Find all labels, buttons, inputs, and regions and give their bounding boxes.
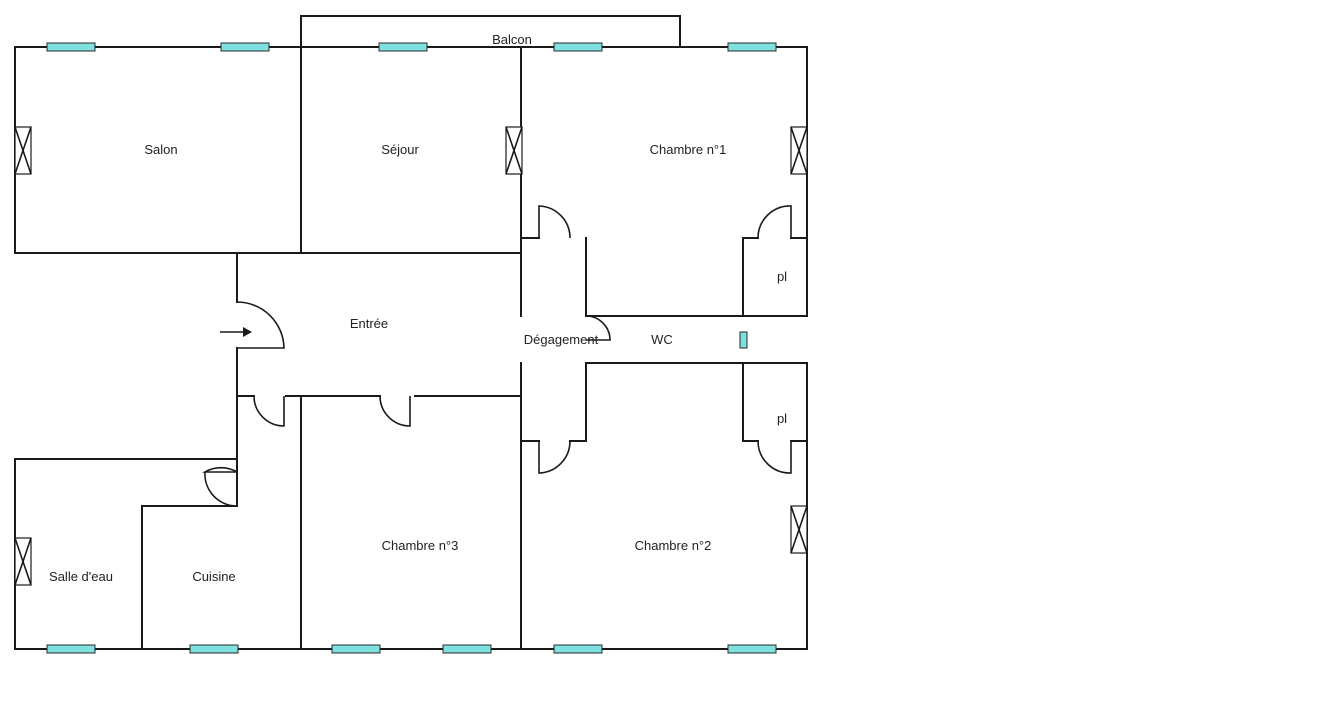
label-salon: Salon: [144, 142, 177, 157]
radiator-icon: [14, 537, 32, 586]
window: [46, 42, 96, 52]
label-chambre-2: Chambre n°2: [635, 538, 712, 553]
label-chambre-3: Chambre n°3: [382, 538, 459, 553]
label-entree: Entrée: [350, 316, 388, 331]
window: [739, 331, 748, 349]
window: [378, 42, 428, 52]
label-wc: WC: [651, 332, 673, 347]
radiator-icon: [14, 126, 32, 175]
label-sejour: Séjour: [381, 142, 419, 157]
window: [220, 42, 270, 52]
window: [727, 42, 777, 52]
radiator-icon: [790, 505, 808, 554]
radiator-icon: [790, 126, 808, 175]
entrance-arrow-icon: [220, 327, 252, 337]
radiators: [14, 126, 808, 586]
label-balcon: Balcon: [492, 32, 532, 47]
walls: [14, 46, 808, 650]
radiator-icon: [505, 126, 523, 175]
window: [553, 42, 603, 52]
label-placard-bottom: pl: [777, 411, 787, 426]
window: [46, 644, 96, 654]
window: [331, 644, 381, 654]
doors: [202, 205, 792, 507]
window: [189, 644, 239, 654]
label-salle-deau: Salle d'eau: [49, 569, 113, 584]
balcony: [300, 15, 681, 48]
window: [727, 644, 777, 654]
window: [553, 644, 603, 654]
label-placard-top: pl: [777, 269, 787, 284]
window: [442, 644, 492, 654]
room-labels: Balcon Salon Séjour Chambre n°1 Entrée D…: [49, 32, 787, 584]
label-chambre-1: Chambre n°1: [650, 142, 727, 157]
label-cuisine: Cuisine: [192, 569, 235, 584]
windows: [46, 42, 777, 654]
label-degagement: Dégagement: [524, 332, 599, 347]
